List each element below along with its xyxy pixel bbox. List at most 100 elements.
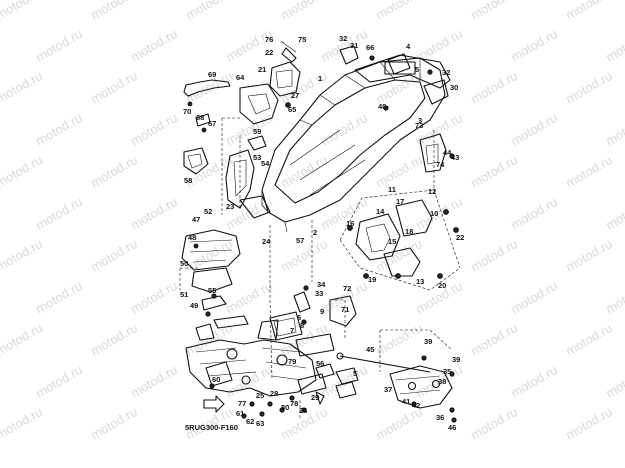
left-support-parts	[181, 229, 249, 329]
callout-number: 26	[299, 406, 307, 415]
watermark-text: motod.ru	[33, 110, 85, 149]
callout-number: 55	[208, 286, 216, 295]
callout-number: 6	[297, 313, 301, 322]
watermark-text: motod.ru	[508, 26, 560, 65]
callout-number: 51	[180, 290, 188, 299]
leader-lines	[179, 117, 461, 420]
watermark-text: motod.ru	[318, 194, 370, 233]
watermark-text: motod.ru	[373, 152, 425, 191]
watermark-text: motod.ru	[508, 278, 560, 317]
watermark-text: motod.ru	[88, 152, 140, 191]
watermark-text: motod.ru	[0, 236, 45, 275]
watermark-text: motod.ru	[603, 26, 625, 65]
callout-number: 68	[196, 113, 204, 122]
callout-number: 34	[317, 280, 326, 289]
callout-number: 39	[452, 355, 460, 364]
watermark-text: motod.ru	[508, 362, 560, 401]
watermark-text: motod.ru	[563, 404, 615, 443]
callout-number: 32	[339, 34, 347, 43]
callout-number: 23	[226, 202, 234, 211]
callout-number: 67	[208, 119, 216, 128]
watermark-text: motod.ru	[223, 110, 275, 149]
callout-number: 76	[265, 35, 273, 44]
watermark-text: motod.ru	[373, 0, 425, 23]
watermark-text: motod.ru	[128, 26, 180, 65]
watermark-text: motod.ru	[563, 236, 615, 275]
callout-number: 27	[291, 91, 299, 100]
callout-number: 45	[366, 345, 374, 354]
callout-number: 22	[456, 233, 464, 242]
callout-number: 30	[450, 83, 458, 92]
watermark-text: motod.ru	[563, 0, 615, 23]
watermark-text: motod.ru	[603, 278, 625, 317]
watermark-text: motod.ru	[0, 320, 45, 359]
bottom-small-parts	[203, 363, 335, 419]
callout-number: 31	[350, 41, 358, 50]
callout-number: 69	[208, 70, 216, 79]
watermark-text: motod.ru	[128, 194, 180, 233]
callout-number: 18	[405, 227, 413, 236]
callout-number: 53	[253, 153, 261, 162]
callout-number: 25	[256, 391, 264, 400]
callout-number: 77	[238, 399, 246, 408]
callout-number: 28	[270, 389, 278, 398]
callout-number: 61	[236, 409, 244, 418]
callout-number: 75	[298, 35, 306, 44]
callout-number: 19	[368, 275, 376, 284]
callout-number: 10	[430, 209, 438, 218]
engine-bracket	[185, 319, 317, 397]
right-lower-parts	[335, 352, 457, 423]
callout-number: 56	[316, 359, 324, 368]
callout-number: 66	[366, 43, 374, 52]
watermark-text: motod.ru	[88, 236, 140, 275]
watermark-text: motod.ru	[183, 0, 235, 23]
callout-number: 16	[346, 219, 354, 228]
callout-number: 71	[341, 305, 349, 314]
callout-number: 79	[288, 357, 296, 366]
watermark-text: motod.ru	[468, 152, 520, 191]
watermark-text: motod.ru	[468, 404, 520, 443]
callout-number: 7	[290, 326, 294, 335]
callout-number: 48	[188, 233, 196, 242]
callout-number: 58	[184, 176, 192, 185]
watermark-text: motod.ru	[563, 152, 615, 191]
watermark-text: motod.ru	[373, 236, 425, 275]
callout-number: 9	[320, 307, 324, 316]
callout-number: 80	[281, 403, 289, 412]
callout-number: 33	[315, 289, 323, 298]
callout-number: 78	[290, 399, 298, 408]
callout-number: 44	[443, 148, 452, 157]
callout-number: 47	[192, 215, 200, 224]
watermark-text: motod.ru	[468, 0, 520, 23]
watermark-text: motod.ru	[88, 68, 140, 107]
callout-number: 70	[183, 107, 191, 116]
callout-number: 72	[343, 284, 351, 293]
main-frame	[261, 54, 451, 233]
callout-number: 54	[261, 159, 270, 168]
callout-number: 40	[378, 102, 386, 111]
callout-number: 12	[428, 187, 436, 196]
callout-number: 14	[376, 207, 385, 216]
watermark-text: motod.ru	[278, 68, 330, 107]
callout-number: 43	[451, 153, 459, 162]
watermark-text: motod.ru	[603, 110, 625, 149]
callout-number: 41	[402, 397, 410, 406]
watermark-text: motod.ru	[128, 278, 180, 317]
callout-number: 65	[288, 105, 296, 114]
watermark-text: motod.ru	[88, 320, 140, 359]
callout-number: 24	[262, 237, 271, 246]
callout-number: 5	[415, 65, 419, 74]
callout-number: 2	[313, 228, 317, 237]
watermark-text: motod.ru	[373, 320, 425, 359]
callout-number: 64	[236, 73, 245, 82]
watermark-text: motod.ru	[508, 194, 560, 233]
callout-number: 63	[256, 419, 264, 428]
watermark-text: motod.ru	[223, 278, 275, 317]
callout-number: 39	[424, 337, 432, 346]
callout-number: 62	[246, 417, 254, 426]
callout-number: 74	[436, 160, 445, 169]
watermark-text: motod.ru	[278, 0, 330, 23]
watermark-text: motod.ru	[128, 362, 180, 401]
watermark-text: motod.ru	[33, 278, 85, 317]
